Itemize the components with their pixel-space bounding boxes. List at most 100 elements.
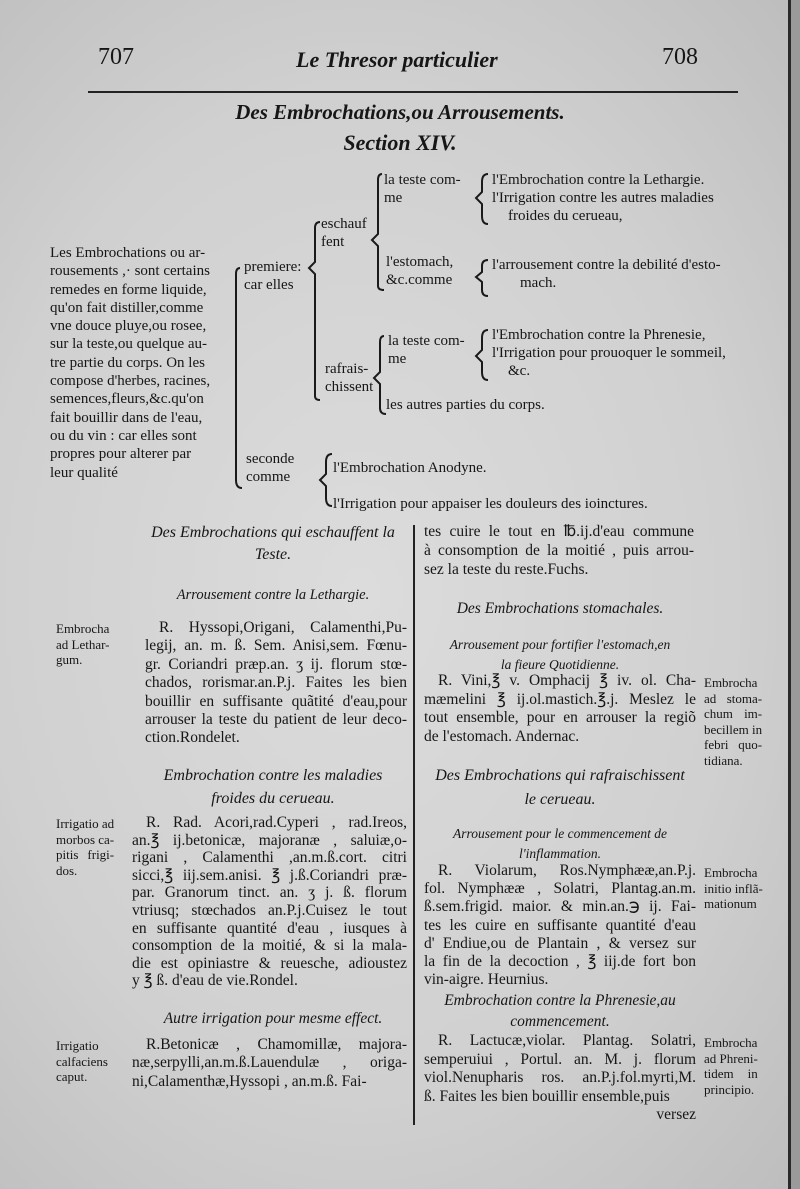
text-line: propres pour alterer par [50,446,192,463]
text-line: vtriusq; stœchados an.P.j.Cuisez le tout [132,901,407,919]
text-line: le cerueau. [524,791,596,808]
recipe-phrenesie: R. Lactucæ,violar. Plantag. Solatri,semp… [424,1032,696,1106]
leaf-teste-chaud: l'Embrochation contre la Lethargie.l'Irr… [492,171,714,225]
text-line: ction.Rondelet. [145,729,240,747]
brace-teste-froid [474,329,489,381]
text-line: sez la teste du reste.Fuchs. [424,561,589,578]
text-line: ß.sem.frigid. maior. & min.an.℈ ij. Fai- [424,898,696,916]
recipe-inflammation: R. Violarum, Ros.Nymphææ,an.P.j.fol. Nym… [424,862,696,989]
text-line: R. Violarum, Ros.Nymphææ,an.P.j. [438,862,696,879]
text-line: gr. Coriandri præp.an. ʒ ij. florum stœ- [145,655,407,673]
text-line: R.Betonicæ , Chamomillæ, majora- [146,1036,407,1053]
text-line: gum. [56,652,83,667]
text-line: la teste com- [388,333,465,349]
text-line: an.℥ ij.betonicæ, majoranæ , saluiæ,o- [132,831,407,849]
text-line: leur qualité [50,464,118,481]
brace-rafraischissent [372,335,387,415]
text-line: calfaciens [56,1053,108,1069]
text-line: froides du cerueau, [508,208,623,224]
text-line: chados, rorismar.an.P.j. Faites les bien [145,674,407,692]
chapter-title: Des Embrochations,ou Arrousements. [235,100,565,124]
text-line: ad Lethar- [56,636,110,652]
branch-estomach: l'estomach, &c.comme [386,253,453,289]
text-line: ad stoma- [704,690,763,706]
text-line: me [384,190,403,206]
text-line: morbos ca- [56,831,115,847]
text-line: Des Embrochations stomachales. [456,600,664,617]
recipe-lethargie: R. Hyssopi,Origani, Calamenthi,Pu-legij,… [145,619,407,748]
text-line: fait bouillir dans de l'eau, [50,409,203,426]
branch-teste-froid: la teste com-me [388,332,465,368]
text-line: vin-aigre. Heurnius. [424,971,549,989]
branch-teste-chaud: la teste com-me [384,171,461,207]
text-line: Des Embrochations qui rafraischissent [435,767,685,784]
text-line: R. Lactucæ,violar. Plantag. Solatri, [438,1032,696,1049]
text-line: Embrochation contre la Phrenesie,au [444,992,676,1009]
text-line: d' Endiue,ou de Plantain , & versez sur [424,934,696,952]
leaf-seconde: l'Embrochation Anodyne.l'Irrigation pour… [333,450,648,522]
text-line: initio inflã- [704,880,763,896]
text-line: mæmelini ℥ ij.ol.mastich.℥.j. Meslez le [424,690,696,708]
text-line: tout ensemble, pour en arrouser la regiõ [424,709,696,726]
catchword: versez [424,1106,696,1124]
text-line: eschauf [321,216,367,232]
text-line: en suffisante quantité d'eau , iusques à [132,919,407,937]
text-line: les autres parties du corps. [386,397,545,413]
text-line: car elles [244,277,294,293]
text-line: Des Embrochations qui eschauffent la [151,524,395,541]
text-line: me [388,351,407,367]
text-line: ß. Faites les bien bouillir ensemble,pui… [424,1087,670,1105]
brace-premiere [307,221,321,401]
text-line: l'Irrigation pour prouoquer le sommeil, [492,345,726,361]
text-line: Embrocha [704,865,758,880]
text-line: premiere: [244,259,302,275]
recipe-maladies-froides: R. Rad. Acori,rad.Cyperi , rad.Ireos,an.… [132,814,407,990]
text-line: l'Embrochation Anodyne. [333,460,487,476]
text-line: la fieure Quotidienne. [500,657,620,672]
brace-seconde [318,453,333,507]
text-line: de l'estomach. Andernac. [424,727,580,745]
text-line: Embrocha [56,621,110,636]
branch-rafraischissent: rafrais-chissent [325,360,373,396]
text-line: rafrais- [325,361,369,377]
text-line: becillem in [704,721,763,737]
text-line: R. Hyssopi,Origani, Calamenthi,Pu- [159,619,407,636]
text-line: par. Granorum tinct. an. ʒ j. ß. florum [132,884,407,902]
text-line: die est opiniastre & reuesche, adioustez [132,954,407,972]
intro-paragraph: Les Embrochations ou ar-rousements ,· so… [50,244,240,482]
text-line: Teste. [254,546,292,563]
text-line: comme [246,469,291,485]
text-line: l'estomach, [386,254,454,270]
text-line: vne douce pluye,ou rosee, [50,318,207,335]
text-line: &c.comme [386,272,453,288]
text-line: pitis frigi- [56,847,115,862]
recipe-autre-irrigation: R.Betonicæ , Chamomillæ, majora-næ,serpy… [132,1036,407,1091]
text-line: commencement. [510,1013,610,1030]
text-line: rousements ,· sont certains [50,263,210,280]
text-line: &c. [508,363,531,379]
subheading-fortifier-estomach: Arrousement pour fortifier l'estomach,en… [420,635,700,675]
text-line: tidem in [704,1066,758,1081]
text-line: principio. [704,1081,755,1097]
leaf-estomach: l'arrousement contre la debilité d'esto-… [492,256,721,292]
text-line: viol.Nenupharis ros. an.P.j.fol.myrti,M. [424,1069,696,1086]
text-line: legij, an. m. ß. Sem. Anisi,sem. Fœnu- [145,637,407,655]
text-line: tes cuire le tout en ℔.ij.d'eau commune [424,523,694,540]
column-divider [413,525,415,1125]
text-line: Arrousement contre la Lethargie. [176,587,370,603]
text-line: mach. [520,275,557,291]
text-line: consomption de la moitié, & si la mala- [132,937,407,955]
text-line: caput. [56,1069,88,1084]
text-line: seconde [246,451,295,467]
text-line: froides du cerueau. [211,790,335,807]
text-line: Arrousement pour fortifier l'estomach,en [449,637,671,652]
text-line: Irrigatio ad [56,816,115,831]
text-line: Arrousement pour le commencement de [453,826,667,841]
text-line: ou du vin : car elles sont [50,427,197,444]
branch-seconde: seconde comme [246,450,294,486]
